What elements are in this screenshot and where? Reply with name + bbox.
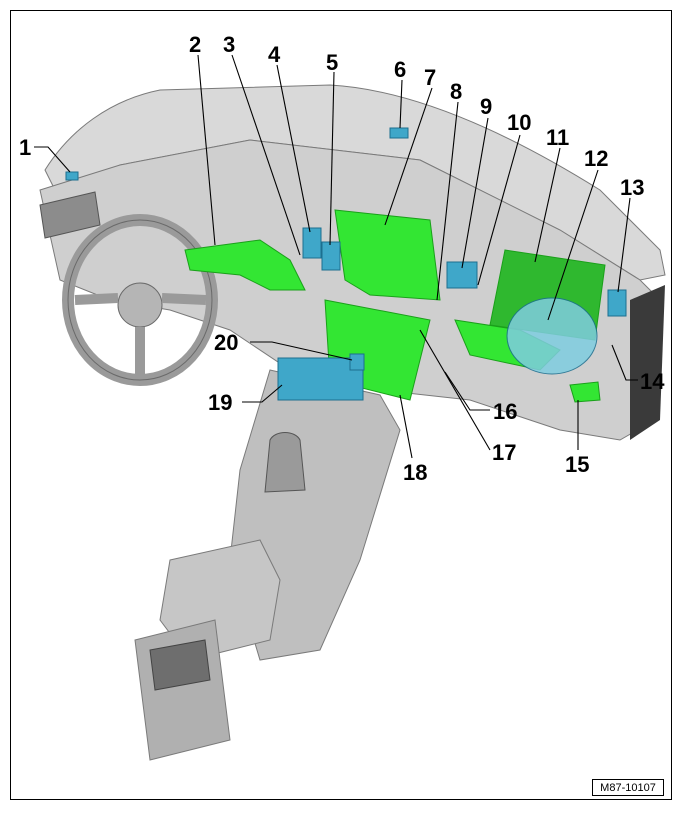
leader-1 (34, 146, 71, 173)
temp-flap-motor-left (302, 227, 322, 259)
callout-9: 9 (480, 94, 492, 119)
leader-14 (611, 344, 638, 381)
dashboard-top (44, 84, 666, 281)
leader-11 (534, 147, 561, 263)
leader-18 (399, 394, 413, 459)
evaporator-housing-top (334, 209, 441, 301)
sunlight-sensor (65, 171, 79, 181)
left-vent (39, 191, 101, 239)
callout-8: 8 (450, 79, 462, 104)
leader-4 (276, 64, 311, 233)
temp-flap-motor-right (321, 241, 341, 271)
callout-12: 12 (584, 146, 608, 171)
callout-14: 14 (640, 369, 665, 394)
callout-15: 15 (565, 452, 589, 477)
left-air-duct (184, 239, 306, 291)
defrost-sensor (389, 127, 409, 139)
temp-sensor (349, 353, 365, 371)
callout-17: 17 (492, 440, 516, 465)
flap-motor-center (446, 261, 478, 289)
flap-motor-right (607, 289, 627, 317)
leader-19 (242, 384, 283, 403)
leader-16 (444, 371, 490, 411)
leader-12 (547, 169, 599, 321)
leader-3 (231, 54, 301, 256)
footwell-outlet (569, 381, 601, 403)
callout-11: 11 (546, 125, 569, 150)
leader-8 (436, 101, 459, 301)
callout-16: 16 (493, 399, 517, 424)
callout-5: 5 (326, 50, 338, 75)
callout-2: 2 (189, 32, 201, 57)
callout-numbers: 1 2 3 4 5 6 7 8 9 10 11 12 13 14 15 16 1… (19, 32, 665, 485)
blue-components (65, 127, 627, 401)
callout-7: 7 (424, 65, 436, 90)
leader-17 (419, 329, 491, 451)
leader-5 (329, 71, 335, 246)
callout-20: 20 (214, 330, 238, 355)
control-unit (277, 357, 364, 401)
leader-6 (399, 79, 403, 129)
callout-13: 13 (620, 175, 644, 200)
callout-18: 18 (403, 460, 427, 485)
leader-13 (617, 197, 631, 293)
steering-wheel (62, 214, 218, 386)
callout-4: 4 (268, 42, 281, 67)
callout-10: 10 (507, 110, 531, 135)
rear-console (134, 619, 231, 761)
callout-3: 3 (223, 32, 235, 57)
leader-10 (477, 134, 521, 286)
dashboard-body (39, 84, 666, 761)
leader-lines (34, 54, 638, 459)
right-door-pillar (630, 285, 665, 440)
callout-6: 6 (394, 57, 406, 82)
callout-1: 1 (19, 135, 31, 160)
leader-7 (384, 87, 433, 226)
figure-code-label: M87-10107 (592, 779, 664, 796)
leader-9 (461, 117, 489, 269)
fresh-air-blower (506, 297, 598, 375)
diagram-frame (10, 10, 672, 800)
gear-shifter (264, 432, 306, 493)
leader-2 (197, 54, 216, 246)
rear-vent (149, 639, 211, 691)
callout-19: 19 (208, 390, 232, 415)
leader-20 (250, 341, 353, 361)
